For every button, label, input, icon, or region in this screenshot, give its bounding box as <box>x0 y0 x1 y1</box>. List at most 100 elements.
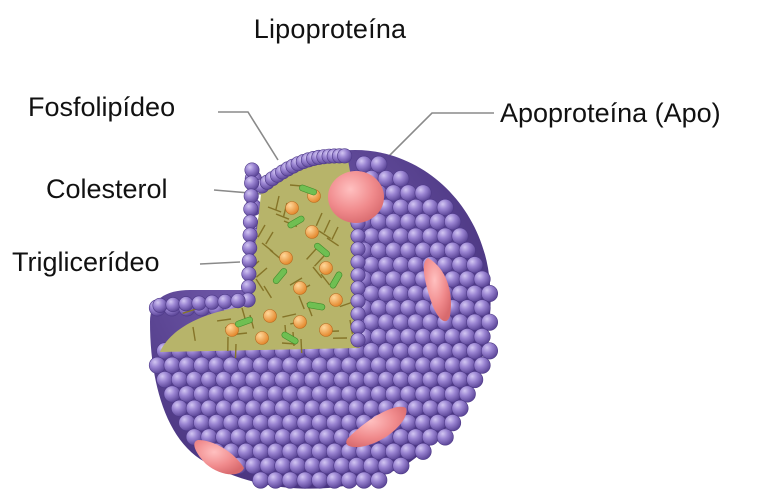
phospholipid-head <box>430 386 446 402</box>
phospholipid-head <box>253 357 269 373</box>
phospholipid-head <box>378 343 394 359</box>
phospholipid-head <box>326 386 342 402</box>
phospholipid-head <box>253 386 269 402</box>
phospholipid-head <box>242 267 256 281</box>
phospholipid-head <box>437 343 453 359</box>
phospholipid-head <box>319 400 335 416</box>
phospholipid-head <box>171 400 187 416</box>
phospholipid-head <box>378 285 394 301</box>
phospholipid-head <box>334 371 350 387</box>
phospholipid-head <box>260 429 276 445</box>
phospholipid-head <box>223 415 239 431</box>
phospholipid-head <box>326 357 342 373</box>
phospholipid-head <box>356 386 372 402</box>
phospholipid-head <box>186 371 202 387</box>
phospholipid-head <box>267 443 283 459</box>
phospholipid-head <box>385 328 401 344</box>
phospholipid-head <box>481 343 497 359</box>
phospholipid-head <box>194 386 210 402</box>
phospholipid-head <box>363 343 379 359</box>
phospholipid-head <box>238 386 254 402</box>
phospholipid-head <box>243 215 257 229</box>
phospholipid-head <box>378 371 394 387</box>
phospholipid-head <box>238 443 254 459</box>
phospholipid-head <box>474 328 490 344</box>
phospholipid-head <box>415 300 431 316</box>
phospholipid-head <box>371 443 387 459</box>
phospholipid-head <box>459 357 475 373</box>
phospholipid-head <box>201 400 217 416</box>
phospholipid-head <box>415 443 431 459</box>
phospholipid-head <box>356 156 372 172</box>
phospholipid-head <box>326 443 342 459</box>
phospholipid-head <box>238 357 254 373</box>
phospholipid-head <box>363 314 379 330</box>
phospholipid-head <box>245 371 261 387</box>
leader-line-triglyceride <box>200 262 240 264</box>
phospholipid-head <box>267 386 283 402</box>
phospholipid-head <box>312 357 328 373</box>
phospholipid-head <box>371 472 387 488</box>
phospholipid-head <box>400 443 416 459</box>
phospholipid-head <box>356 472 372 488</box>
phospholipid-head <box>385 242 401 258</box>
phospholipid-head <box>400 386 416 402</box>
phospholipid-head <box>393 199 409 215</box>
phospholipid-head <box>452 228 468 244</box>
phospholipid-head <box>216 371 232 387</box>
phospholipid-head <box>208 415 224 431</box>
phospholipid-head <box>400 271 416 287</box>
phospholipid-head <box>422 199 438 215</box>
phospholipid-head <box>351 255 365 269</box>
phospholipid-head <box>157 371 173 387</box>
phospholipid-head <box>351 242 365 256</box>
phospholipid-head <box>422 228 438 244</box>
phospholipid-head <box>194 415 210 431</box>
cutaway-interior <box>153 149 365 358</box>
phospholipid-head <box>385 185 401 201</box>
phospholipid-head <box>385 357 401 373</box>
phospholipid-head <box>378 458 394 474</box>
phospholipid-head <box>351 320 365 334</box>
phospholipid-head <box>319 458 335 474</box>
phospholipid-head <box>430 214 446 230</box>
phospholipid-head <box>437 429 453 445</box>
phospholipid-head <box>363 400 379 416</box>
phospholipid-head <box>153 298 167 312</box>
phospholipid-head <box>481 285 497 301</box>
phospholipid-head <box>422 343 438 359</box>
phospholipid-head <box>371 300 387 316</box>
phospholipid-head <box>245 429 261 445</box>
phospholipid-head <box>304 429 320 445</box>
phospholipid-head <box>385 271 401 287</box>
phospholipid-head <box>393 228 409 244</box>
phospholipid-head <box>408 343 424 359</box>
phospholipid-head <box>297 472 313 488</box>
phospholipid-head <box>415 185 431 201</box>
leader-line-phospholipid <box>218 112 278 160</box>
phospholipid-head <box>282 415 298 431</box>
phospholipid-head <box>444 328 460 344</box>
phospholipid-head <box>393 285 409 301</box>
phospholipid-head <box>244 202 258 216</box>
phospholipid-head <box>230 429 246 445</box>
phospholipid-head <box>171 371 187 387</box>
phospholipid-head <box>326 472 342 488</box>
fatty-acid-tail <box>236 344 237 358</box>
cholesterol-molecule <box>256 332 269 345</box>
phospholipid-head <box>312 472 328 488</box>
phospholipid-head <box>208 357 224 373</box>
phospholipid-head <box>304 371 320 387</box>
phospholipid-head <box>267 415 283 431</box>
phospholipid-head <box>459 271 475 287</box>
phospholipid-head <box>201 371 217 387</box>
phospholipid-head <box>289 429 305 445</box>
phospholipid-head <box>275 458 291 474</box>
phospholipid-head <box>289 458 305 474</box>
phospholipid-head <box>297 443 313 459</box>
phospholipid-head <box>348 400 364 416</box>
phospholipid-head <box>467 314 483 330</box>
phospholipid-head <box>422 314 438 330</box>
phospholipid-head <box>282 472 298 488</box>
